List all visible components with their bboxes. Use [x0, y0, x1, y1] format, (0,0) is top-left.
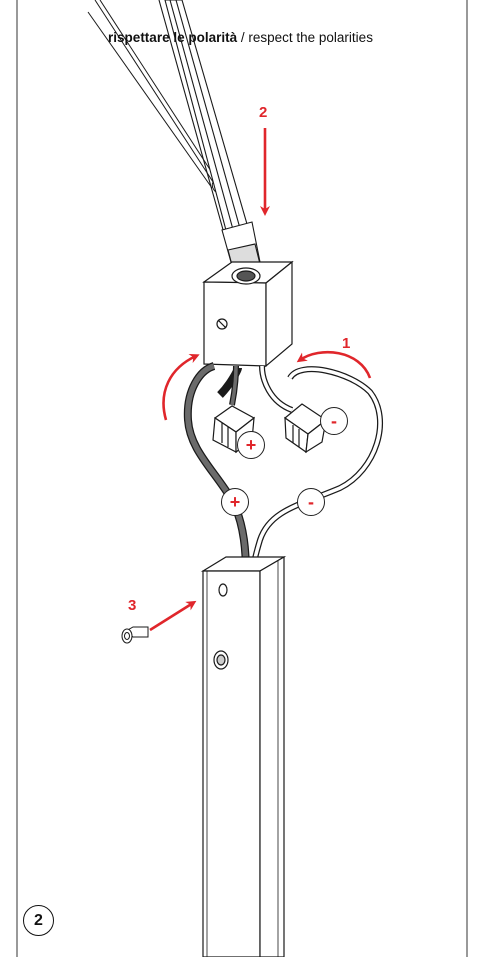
- arrow-step-1-left: [162, 353, 200, 421]
- wire-minus-symbol: -: [297, 488, 325, 516]
- screw: [121, 626, 149, 644]
- step-label-1: 1: [342, 335, 351, 352]
- wire-plus-symbol: +: [221, 488, 249, 516]
- page-step-number: 2: [23, 905, 54, 936]
- polarity-caption: rispettare le polarità / respect the pol…: [0, 30, 481, 45]
- lamp-post: [200, 555, 287, 957]
- caption-italian: rispettare le polarità: [108, 30, 238, 45]
- suspension-cable: [87, 0, 221, 189]
- step-label-2: 2: [259, 104, 268, 121]
- positive-wire: [183, 362, 250, 576]
- caption-english: respect the polarities: [248, 30, 373, 45]
- arrow-step-3: [149, 600, 197, 632]
- arrow-step-1-right: [296, 350, 372, 379]
- lamp-arm: [158, 0, 263, 281]
- step-label-3: 3: [128, 597, 137, 614]
- connector-plus-symbol: +: [237, 431, 265, 459]
- connector-minus-symbol: -: [320, 407, 348, 435]
- caption-separator: /: [237, 30, 249, 45]
- red-arrows: [149, 128, 372, 632]
- junction-box: [202, 260, 294, 368]
